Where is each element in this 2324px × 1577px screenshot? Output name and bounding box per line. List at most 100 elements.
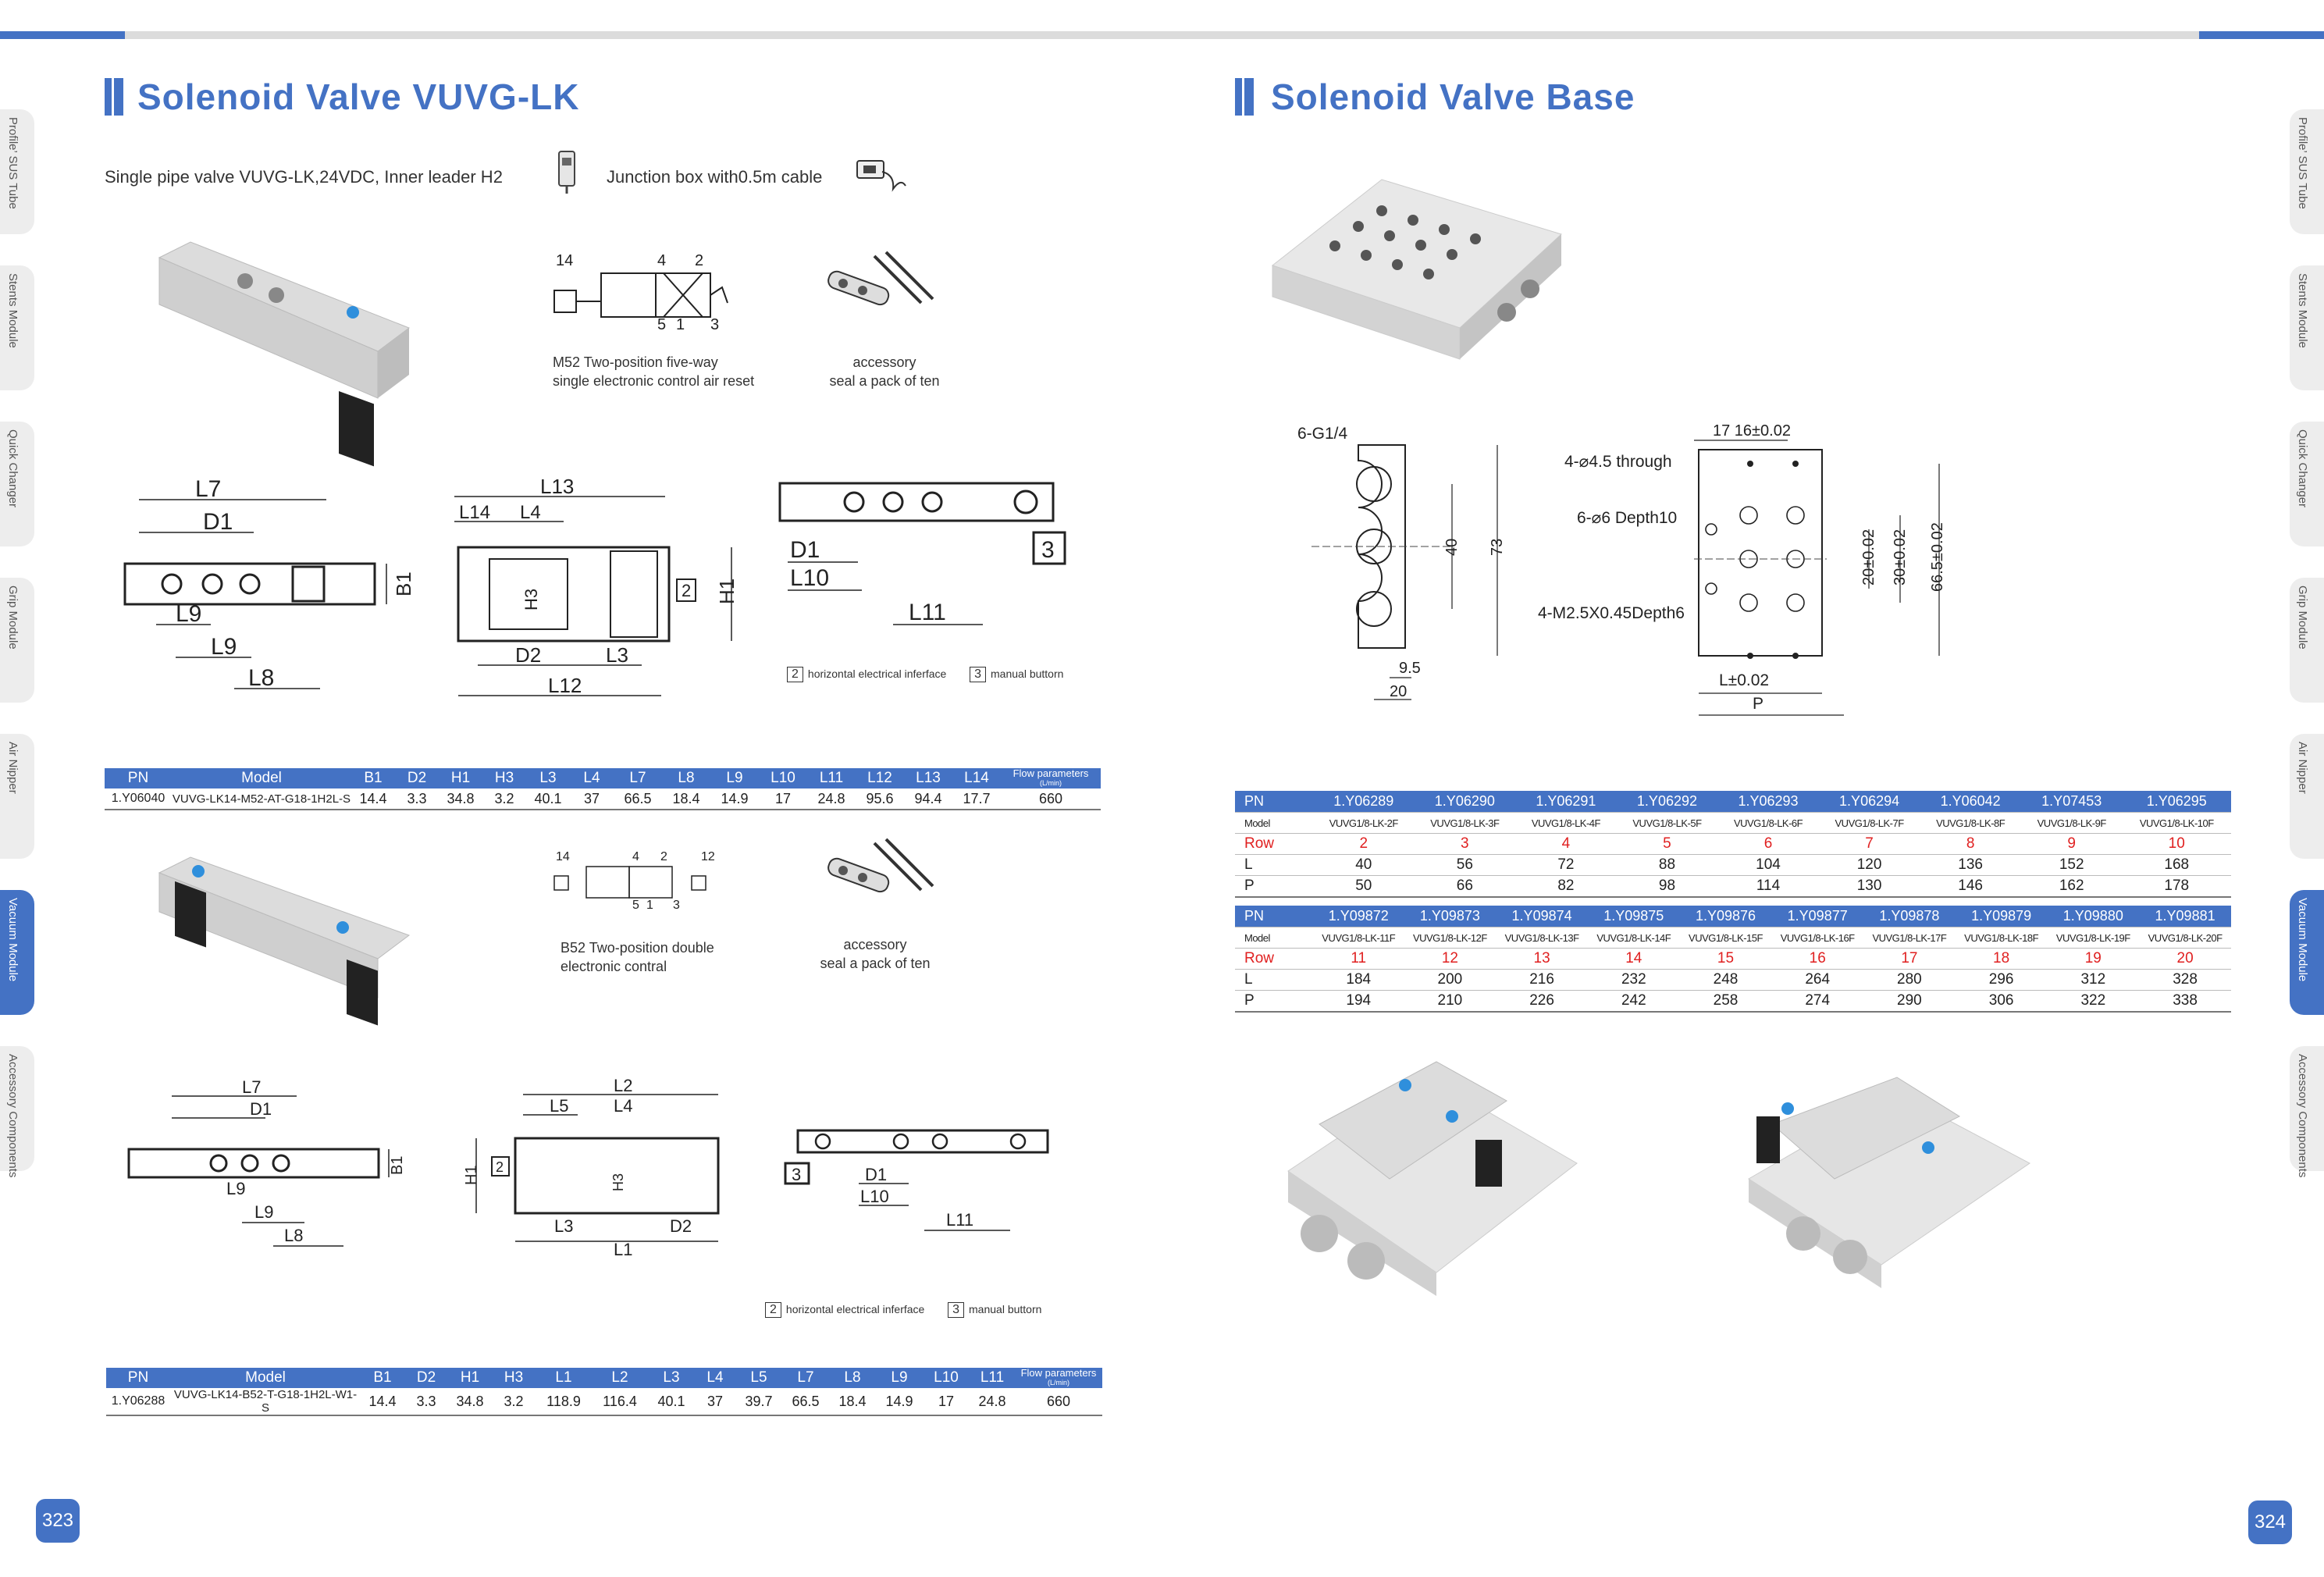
spec-header-cell: H1 — [439, 768, 482, 788]
base-cell: 242 — [1587, 990, 1680, 1013]
dim2-d1-label: D1 — [250, 1099, 272, 1119]
side-tab-left-air-nipper[interactable]: Air Nipper — [0, 734, 34, 859]
flow-header-unit: (L/min) — [1047, 1379, 1069, 1387]
spec-cell: 17 — [759, 788, 807, 810]
base-cell: 1.Y07453 — [2020, 791, 2123, 813]
base-cell: 1.Y06042 — [1920, 791, 2021, 813]
side-tab-right-quick-changer[interactable]: Quick Changer — [2290, 422, 2324, 546]
side-tab-right-profile-sus-tube[interactable]: Profile’ SUS Tube — [2290, 109, 2324, 234]
legend-2-text2: horizontal electrical inferface — [785, 1303, 925, 1315]
spec-header-cell: PN — [105, 768, 172, 788]
spec-cell: 40.1 — [648, 1388, 695, 1416]
spec-cell: 116.4 — [592, 1388, 648, 1416]
base-cell: 13 — [1496, 948, 1588, 970]
dimension-drawing-side-2: L2 L5 L4 2 H1 H3 L3 D2 L1 — [463, 1076, 720, 1259]
spec-cell: 18.4 — [829, 1388, 876, 1416]
spec-cell: 39.7 — [735, 1388, 782, 1416]
manifold-assembly-photo-2 — [1748, 1077, 2030, 1288]
dim-20-label: 20 — [1390, 683, 1407, 700]
spec-header-cell: Model — [172, 768, 351, 788]
base-cell: 296 — [1955, 969, 2048, 991]
side-tab-label: Accessory Components — [6, 1054, 20, 1178]
valve-base-top-view: 17 16±0.02 4-⌀4.5 through 6-⌀6 Depth10 4… — [1538, 422, 1946, 716]
base-cell: 200 — [1404, 969, 1497, 991]
base-cell: 290 — [1863, 990, 1956, 1013]
base-cell: 1.Y09879 — [1955, 906, 2048, 927]
port2-4-label: 4 — [632, 850, 639, 863]
dim2-l8-label: L8 — [284, 1226, 303, 1245]
accessory2-caption-line1: accessory — [843, 937, 907, 952]
spec-header-cell: L9 — [710, 768, 759, 788]
dim2-l10-label: L10 — [860, 1187, 889, 1206]
port-14-label: 14 — [556, 252, 573, 269]
base-cell: 50 — [1313, 875, 1415, 898]
side-tab-right-grip-module[interactable]: Grip Module — [2290, 578, 2324, 703]
base-cell: 3 — [1414, 833, 1516, 855]
spec-cell: 37 — [570, 788, 614, 810]
spec-cell: 3.2 — [492, 1388, 536, 1416]
side-tab-left-quick-changer[interactable]: Quick Changer — [0, 422, 34, 546]
dimension-drawing-bottom-2: 3 D1 L10 L11 — [784, 1129, 1049, 1231]
box-3-label: 3 — [1041, 537, 1055, 563]
base-cell: 1.Y06292 — [1616, 791, 1718, 813]
port2-3-label: 3 — [673, 899, 680, 912]
title-marker-right — [1235, 78, 1254, 116]
dim-l13-label: L13 — [540, 475, 574, 498]
box2-2-label: 2 — [496, 1159, 504, 1175]
symbol1-caption-line1: M52 Two-position five-way — [553, 354, 718, 370]
dim-l11-label: L11 — [909, 600, 946, 625]
spec-header-cell: L14 — [952, 768, 1001, 788]
dimension-drawing-bottom-1: 3 D1 L10 L11 — [778, 482, 1066, 625]
dim-l14-label: L14 — [459, 502, 490, 523]
side-tab-right-accessory-components[interactable]: Accessory Components — [2290, 1046, 2324, 1177]
top-rule-accent-left — [0, 31, 125, 39]
box2-3-label: 3 — [792, 1165, 801, 1184]
side-tab-left-vacuum-module[interactable]: Vacuum Module — [0, 890, 34, 1015]
spec-header-cell: B1 — [351, 768, 395, 788]
side-tab-left-grip-module[interactable]: Grip Module — [0, 578, 34, 703]
spec-cell: 18.4 — [662, 788, 710, 810]
base-cell: 216 — [1496, 969, 1588, 991]
spec-cell: 17 — [923, 1388, 970, 1416]
base-cell: 40 — [1313, 854, 1415, 876]
legend-1-text3: manual buttorn — [991, 667, 1064, 680]
legend-1-box3: 3 — [970, 667, 987, 682]
port-4-label: 4 — [657, 252, 666, 269]
side-tab-label: Vacuum Module — [6, 898, 20, 982]
side-tab-label: Stents Module — [2296, 273, 2309, 348]
base-cell: 1.Y09874 — [1496, 906, 1588, 927]
side-tab-left-profile-sus-tube[interactable]: Profile’ SUS Tube — [0, 109, 34, 234]
base-cell: 328 — [2139, 969, 2231, 991]
base-cell: 264 — [1771, 969, 1864, 991]
spec-cell: 66.5 — [614, 788, 662, 810]
base-cell: VUVG1/8-LK-15F — [1679, 927, 1772, 949]
dim2-l11-label: L11 — [946, 1210, 973, 1230]
side-tab-right-stents-module[interactable]: Stents Module — [2290, 265, 2324, 390]
intro-junction-text: Junction box with0.5m cable — [607, 167, 823, 187]
side-tab-right-vacuum-module[interactable]: Vacuum Module — [2290, 890, 2324, 1015]
base-row-label: L — [1235, 969, 1313, 991]
side-tab-left-stents-module[interactable]: Stents Module — [0, 265, 34, 390]
spec-cell: 24.8 — [807, 788, 856, 810]
spec-cell: 34.8 — [439, 788, 482, 810]
base-cell: 306 — [1955, 990, 2048, 1013]
side-tab-left-accessory-components[interactable]: Accessory Components — [0, 1046, 34, 1177]
base-cell: 322 — [2047, 990, 2140, 1013]
base-cell: VUVG1/8-LK-10F — [2122, 812, 2231, 834]
base-cell: 5 — [1616, 833, 1718, 855]
legend-2-box3: 3 — [948, 1302, 965, 1318]
symbol1-caption: M52 Two-position five-way single electro… — [553, 353, 754, 390]
side-tab-right-air-nipper[interactable]: Air Nipper — [2290, 734, 2324, 859]
spec-header-cell: H3 — [482, 768, 526, 788]
dim-v20-label: 20±0.02 — [1860, 529, 1877, 586]
spec-header-cell: L11 — [970, 1368, 1015, 1388]
legend-1-text2: horizontal electrical inferface — [807, 667, 947, 680]
dim2-h3-label: H3 — [610, 1173, 626, 1191]
port2-5-label: 5 — [632, 899, 639, 912]
base-row-label: P — [1235, 990, 1313, 1013]
manifold-assembly-photo-1 — [1287, 1061, 1578, 1296]
